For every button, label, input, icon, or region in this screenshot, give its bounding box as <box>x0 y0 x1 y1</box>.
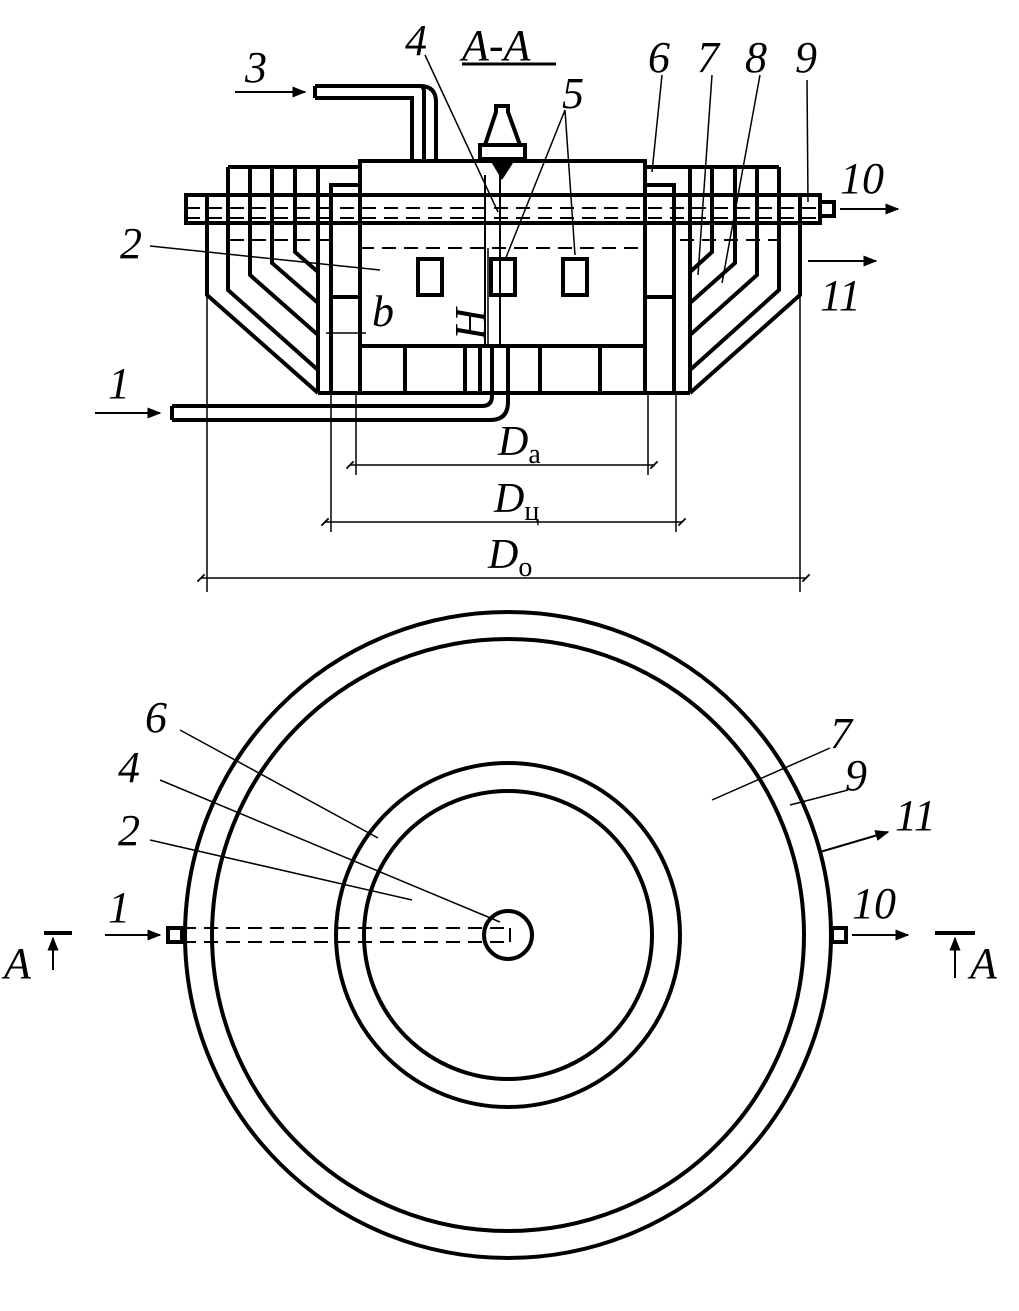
outer-tank-circle <box>183 610 833 1260</box>
window-left <box>416 257 444 297</box>
section-view: A-A <box>95 16 900 592</box>
dimension-lines <box>196 297 811 592</box>
section-mark-left-letter: A <box>1 939 32 988</box>
plan-label-4: 4 <box>118 743 140 792</box>
plan-label-11: 11 <box>895 791 936 840</box>
partition-outer-circle <box>334 761 682 1109</box>
plan-label-2: 2 <box>118 806 140 855</box>
dim-Do: Dо <box>487 532 532 583</box>
partition-inner-circle <box>362 789 654 1081</box>
plan-label-7: 7 <box>830 709 854 758</box>
section-title: A-A <box>459 21 532 70</box>
section-mark-right <box>935 931 975 978</box>
window-right <box>561 257 589 297</box>
plan-label-6: 6 <box>145 693 167 742</box>
label-b: b <box>372 287 394 336</box>
plan-inlet-pipe <box>166 926 848 944</box>
thin-layer-modules-right <box>645 165 781 393</box>
dim-Da: Dа <box>497 419 541 470</box>
label-7: 7 <box>697 33 721 82</box>
label-3: 3 <box>244 43 267 92</box>
dim-Dc: Dц <box>493 476 539 527</box>
label-9: 9 <box>795 33 817 82</box>
central-pipe-circle <box>482 909 534 961</box>
label-5: 5 <box>562 69 584 118</box>
label-2: 2 <box>120 219 142 268</box>
label-11: 11 <box>820 271 861 320</box>
label-4: 4 <box>405 16 427 65</box>
flocculation-chamber <box>358 159 647 395</box>
label-1: 1 <box>108 359 130 408</box>
mixer-drive <box>482 104 523 147</box>
central-pipe <box>478 104 527 346</box>
launder-inner-circle <box>210 637 806 1233</box>
window-center <box>489 257 517 297</box>
plan-label-10: 10 <box>852 879 896 928</box>
section-mark-right-letter: A <box>967 939 998 988</box>
reagent-pipe-3 <box>313 84 438 161</box>
b-dimension <box>326 300 366 345</box>
inlet-pipe-1 <box>170 346 510 422</box>
section-leaders <box>149 54 809 284</box>
label-8: 8 <box>745 33 767 82</box>
label-H: H <box>446 306 495 341</box>
label-6: 6 <box>648 33 670 82</box>
plan-label-9: 9 <box>845 751 867 800</box>
label-10: 10 <box>840 154 884 203</box>
plan-view: 6 4 2 1 7 9 11 10 A A <box>1 610 998 1260</box>
water-level-lines <box>186 207 820 249</box>
thin-layer-modules-left <box>226 165 360 393</box>
plan-leaders <box>149 729 849 923</box>
plan-label-1: 1 <box>108 883 130 932</box>
plan-arrow-11 <box>819 830 890 853</box>
section-mark-left <box>44 931 72 970</box>
